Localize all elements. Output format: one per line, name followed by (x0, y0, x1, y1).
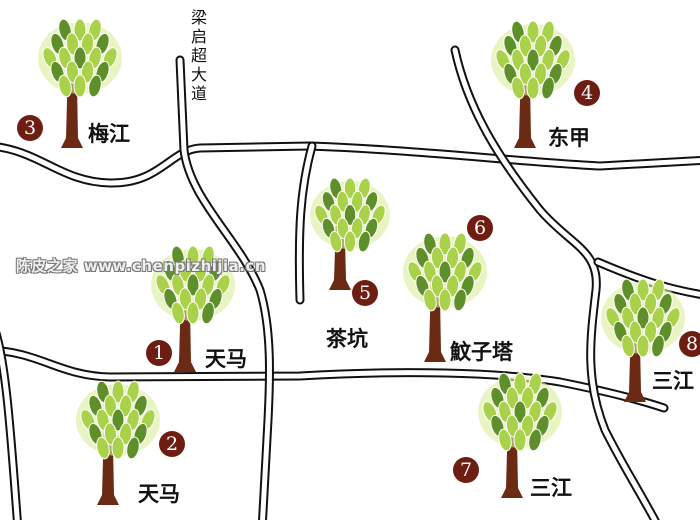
tree-icon-8 (601, 278, 685, 402)
tree-icon-2 (76, 380, 160, 505)
tree-icon-5 (310, 177, 390, 290)
badge-4: 4 (574, 80, 600, 106)
roads (0, 45, 700, 520)
label-sanjiang-8: 三江 (652, 368, 694, 393)
badge-5: 5 (352, 280, 378, 306)
road-label-liangqichao-avenue: 梁启超大道 (190, 8, 207, 103)
tree-icon-4 (491, 20, 575, 148)
label-chakeng: 茶坑 (326, 326, 368, 351)
badge-6: 6 (467, 215, 493, 241)
road-liangqichao (175, 55, 274, 520)
label-tianma-1: 天马 (205, 346, 247, 371)
badge-2: 2 (159, 431, 185, 457)
label-meijiang: 梅江 (88, 121, 130, 146)
label-dongjia: 东甲 (548, 125, 590, 150)
badge-7: 7 (453, 457, 479, 483)
label-sanjiang-7: 三江 (530, 475, 572, 500)
road-east (450, 45, 660, 520)
road-middle (294, 141, 317, 305)
trees (38, 18, 685, 505)
label-yuzita: 魰子塔 (450, 339, 513, 364)
tree-icon-7 (478, 372, 562, 498)
badge-3: 3 (17, 115, 43, 141)
tree-icon-3 (38, 18, 122, 148)
badge-8: 8 (679, 331, 700, 357)
watermark: 陈皮之家 www.chenpizhijia.cn (16, 257, 267, 275)
label-tianma-2: 天马 (138, 481, 180, 506)
road-lower (0, 346, 669, 413)
tree-icon-1 (151, 245, 235, 372)
tree-icon-6 (403, 232, 487, 362)
road-upper (0, 141, 700, 188)
road-west (0, 330, 22, 520)
badge-1: 1 (146, 340, 172, 366)
